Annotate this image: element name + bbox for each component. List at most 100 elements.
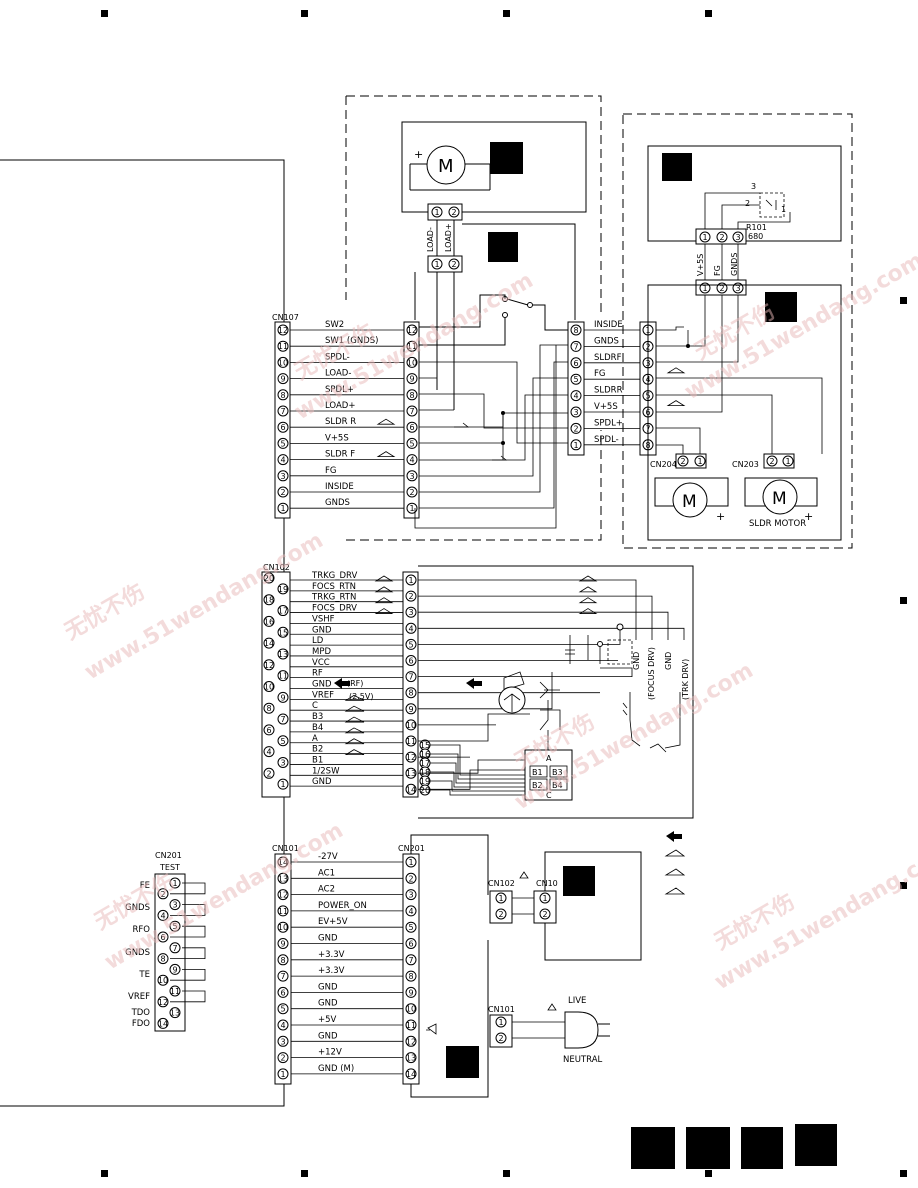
load-motor-box: [401, 121, 587, 213]
sled-board-tag: [765, 292, 797, 322]
pd-cell-label: B3: [552, 768, 563, 777]
load-motor-pin-number: 2: [451, 208, 456, 217]
neutral-label: NEUTRAL: [563, 1055, 603, 1065]
cn201-pin-number: 2: [408, 874, 413, 883]
cn201-test-pin: [169, 899, 181, 911]
svg-text:(2.5V): (2.5V): [349, 692, 373, 701]
mech-signal-label: FG: [594, 369, 605, 379]
cn201-test-pin-number: 12: [158, 998, 168, 1007]
pickup-pin-number: 17: [420, 759, 430, 768]
svg-text:M: M: [682, 492, 697, 512]
cn101-pin-number: 5: [280, 1005, 285, 1014]
cn107-signal-label: INSIDE: [325, 482, 354, 492]
svg-text:FG: FG: [713, 265, 722, 276]
cn107-pin: [277, 340, 289, 352]
cn102-signal-label: MPD: [312, 647, 331, 657]
cn107-pin-number: 11: [278, 342, 288, 351]
pickup-pin-number: 2: [408, 592, 413, 601]
cn201-pin-number: 14: [406, 1070, 416, 1079]
cn101-signal-label: GND: [318, 1031, 338, 1041]
pickup-pin-number: 15: [420, 741, 430, 750]
legend: [664, 831, 686, 895]
mech-signal-label: GNDS: [594, 336, 619, 346]
mech-signal-label: V+5S: [594, 402, 618, 412]
cn102-pin: [263, 746, 275, 758]
cn102-pin-number: 5: [280, 737, 285, 746]
cn101-pin: [277, 1068, 289, 1080]
load-motor-pin: [431, 206, 443, 218]
cn201-test-pin: [169, 1007, 181, 1019]
psu-cn10-pin: [539, 908, 551, 920]
mech-signal-label: SLDRF: [594, 353, 622, 363]
cn201-pin: [405, 905, 417, 917]
pickup-pin: [405, 767, 417, 779]
cn101-pin-number: 11: [278, 907, 288, 916]
pickup-pin-number: 6: [408, 657, 413, 666]
cn102-pin-number: 8: [266, 704, 271, 713]
psu-cn10-pin-number: 2: [542, 910, 547, 919]
cn101-signal-label: AC1: [318, 868, 335, 878]
psu-cn102-pin: [495, 908, 507, 920]
cn201-test-pin: [157, 996, 169, 1008]
cn107-mate-pin-number: 12: [407, 326, 417, 335]
cn102-pin: [263, 615, 275, 627]
pickup-pin-number: 12: [406, 753, 416, 762]
mech-connector-pin: [570, 324, 582, 336]
mech-connector-pin-number: 8: [573, 326, 578, 335]
svg-text:CN101: CN101: [488, 1005, 515, 1014]
cn102-pin-number: 1: [280, 780, 285, 789]
cn201-test-pin-number: 9: [172, 965, 177, 974]
signal-arrow: [376, 451, 396, 457]
mechanism-border-top: [346, 95, 602, 313]
svg-text:M: M: [772, 489, 787, 509]
svg-text:LOAD+: LOAD+: [444, 223, 453, 252]
signal-arrow: [344, 716, 365, 723]
cn107-pin: [277, 437, 289, 449]
cn107-pin-number: 12: [278, 326, 288, 335]
pickup-pin-number: 19: [420, 777, 430, 786]
cn102-signal-label: GND: [312, 680, 332, 690]
cn201-pin: [405, 872, 417, 884]
pickup-pin-number: 7: [408, 673, 413, 682]
cn101-pin-number: 4: [280, 1021, 285, 1030]
cn107-pin-number: 8: [280, 391, 285, 400]
sldr-motor-label: SLDR MOTOR: [749, 519, 806, 529]
cn201-connector: [402, 853, 420, 1085]
cn102-pin-number: 17: [278, 607, 288, 616]
mech-signal-label: SPDL-: [594, 435, 619, 445]
cn102-pin-number: 2: [266, 769, 271, 778]
svg-text:680: 680: [748, 232, 763, 241]
signal-arrow: [374, 597, 394, 604]
cn107-pin: [277, 470, 289, 482]
pickup-pin: [405, 622, 417, 634]
cn102-signal-label: B2: [312, 745, 323, 755]
signal-arrow: [666, 400, 686, 406]
mech-connector-pin-number: 7: [573, 342, 578, 351]
svg-text:(RF): (RF): [347, 679, 363, 688]
cn101-signal-label: +3.3V: [318, 966, 345, 976]
cn107-mate-pin-number: 7: [409, 407, 414, 416]
svg-text:+: +: [716, 510, 725, 523]
cn203-pin-number: 2: [769, 457, 774, 466]
load-motor-symbol: [426, 145, 466, 185]
cn101-connector: [274, 853, 292, 1085]
cn102-signal-label: C: [312, 701, 318, 711]
cn102-title: CN102: [263, 563, 290, 572]
cn107-mate-pin: [406, 356, 418, 368]
pickup-pin-number: 5: [408, 640, 413, 649]
cn107-mate-pin-number: 11: [407, 342, 417, 351]
svg-text:CN10: CN10: [536, 879, 558, 888]
pickup-pin-number: 16: [420, 750, 430, 759]
cn201-test-pin: [157, 909, 169, 921]
load-connector-pin: [448, 258, 460, 270]
signal-arrow: [666, 367, 686, 374]
load-motor-tag: [490, 142, 523, 174]
pickup-pin-number: 1: [408, 576, 413, 585]
cn201-test-pin-number: 6: [160, 933, 165, 942]
test-point-label: RFO: [133, 925, 151, 935]
cn101-pin-number: 14: [278, 858, 288, 867]
cn107-pin-number: 6: [280, 423, 285, 432]
load-connector-pin-number: 2: [451, 260, 456, 269]
cn107-mate-pin: [406, 324, 418, 336]
pickup-pin-number: 20: [420, 786, 430, 795]
